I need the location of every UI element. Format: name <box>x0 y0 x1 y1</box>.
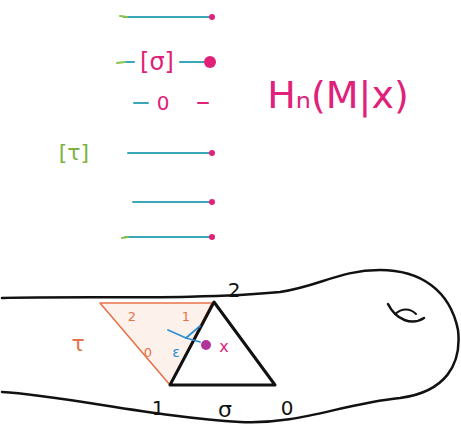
simplex-name: σ <box>218 399 232 421</box>
manifold-outline <box>2 270 459 422</box>
epsilon-label: ε <box>172 345 180 359</box>
vertex-number: 1 <box>182 310 190 323</box>
stalk-zero: 0 <box>157 93 170 113</box>
vertex-number: 2 <box>128 310 136 323</box>
stalk-dots <box>204 14 216 240</box>
simplex-name: τ <box>71 333 84 355</box>
handle <box>388 304 424 322</box>
epsilon-arrows <box>168 326 200 342</box>
stalk-germ: [τ] <box>59 142 89 164</box>
stalk-germ: [σ] <box>140 50 174 74</box>
vertex-number: 0 <box>144 346 152 359</box>
homology-label: Hₙ(M|x) <box>267 76 408 114</box>
vertex-number: 2 <box>228 280 241 300</box>
point-label: x <box>219 339 228 355</box>
stalk-tick <box>198 102 208 104</box>
tau-simplex <box>100 303 212 385</box>
sigma-simplex <box>170 302 275 385</box>
point-x <box>201 340 211 350</box>
vertex-number: 1 <box>152 398 165 418</box>
handle <box>395 310 416 315</box>
stalk-lines <box>124 17 210 237</box>
vertex-number: 0 <box>281 398 294 418</box>
stalk-ticks <box>117 16 128 238</box>
